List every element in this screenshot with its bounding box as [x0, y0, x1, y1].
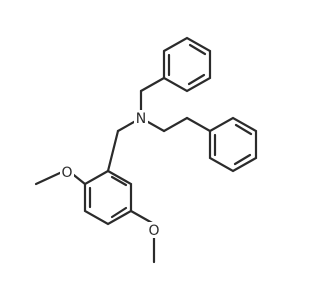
ring-phenethyl	[208, 116, 258, 173]
atom-label-oxygen-bottom: O	[148, 223, 159, 239]
bond-ring-o-bottom	[129, 209, 156, 226]
ring-benzyl	[162, 36, 212, 93]
atom-labels: N O O	[60, 110, 161, 239]
bond-ch2-ring-dimethoxy	[106, 129, 120, 173]
bond-ch2-ch2-phenethyl	[162, 116, 189, 133]
bond-ch2-ring-phenethyl	[185, 116, 212, 133]
ring-dimethoxy-double-2	[110, 206, 128, 219]
atom-label-nitrogen: N	[136, 111, 146, 127]
molecule-structure: N O O	[34, 36, 258, 264]
bond-ring-ch2-benzyl	[139, 76, 166, 93]
ring-phenethyl-double-2	[233, 153, 252, 166]
ring-dimethoxy-double-1	[110, 175, 128, 187]
bond-skeleton	[34, 36, 258, 264]
ring-benzyl-double-1	[188, 43, 207, 56]
ring-benzyl-double-2	[187, 73, 206, 86]
atom-label-oxygen-top: O	[61, 165, 72, 181]
bond-o-ch3-top	[34, 170, 64, 186]
ring-phenethyl-double-1	[234, 123, 253, 136]
ring-dimethoxy	[83, 169, 133, 226]
